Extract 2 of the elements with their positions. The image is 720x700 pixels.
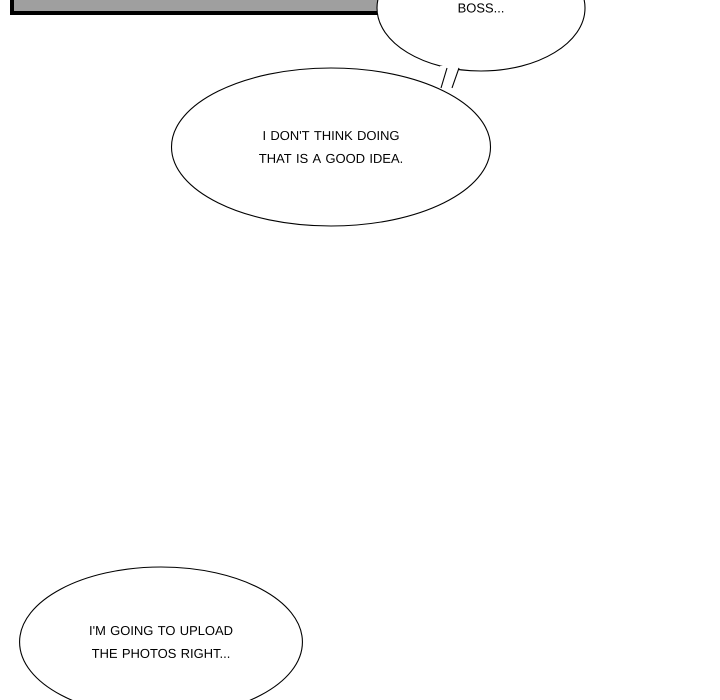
- speech-bubble: I'M GOING TO UPLOAD THE PHOTOS RIGHT...: [19, 566, 303, 700]
- speech-bubble: BOSS...: [376, 0, 586, 72]
